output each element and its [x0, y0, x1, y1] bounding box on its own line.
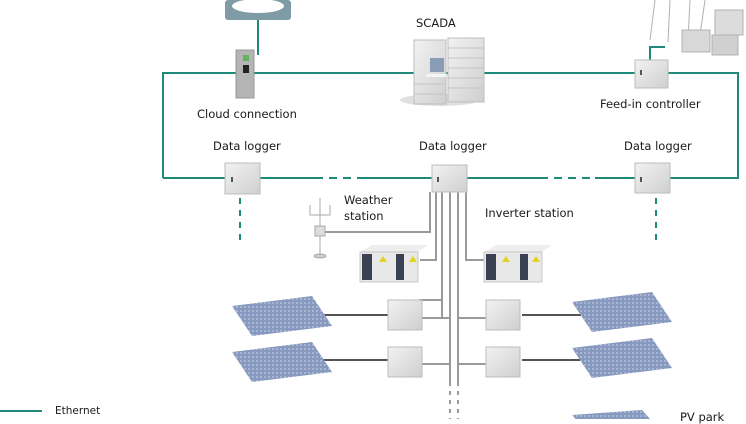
feed-in-controller-label: Feed-in controller [600, 97, 701, 111]
pv-park-label: PV park [680, 410, 725, 424]
scada-label: SCADA [416, 16, 456, 30]
data-logger-left-label: Data logger [213, 139, 281, 153]
combiner-box-icons [387, 299, 521, 378]
scada-server-icon [400, 37, 485, 106]
data-logger-left-icon [224, 162, 261, 195]
feed-in-controller-icon [634, 59, 669, 89]
inverter-station-left-icon [359, 245, 428, 283]
dc-cables [320, 314, 590, 361]
substation-icon [649, 0, 744, 56]
cloud-connection-label: Cloud connection [197, 107, 297, 121]
weather-station-icon [309, 198, 331, 259]
data-logger-right-label: Data logger [624, 139, 692, 153]
data-logger-right-icon [634, 162, 671, 194]
inverter-station-right-icon [483, 245, 552, 283]
gateway-device-icon [235, 49, 255, 99]
weather-station-label-line1: Weather [344, 193, 393, 207]
legend-ethernet-label: Ethernet [55, 405, 101, 417]
cloud-icon [225, 0, 291, 20]
data-logger-center-label: Data logger [419, 139, 487, 153]
weather-station-label-line2: station [344, 209, 384, 223]
inverter-station-label: Inverter station [485, 206, 574, 220]
data-logger-center-icon [431, 164, 468, 193]
pv-array-icons [232, 292, 672, 419]
